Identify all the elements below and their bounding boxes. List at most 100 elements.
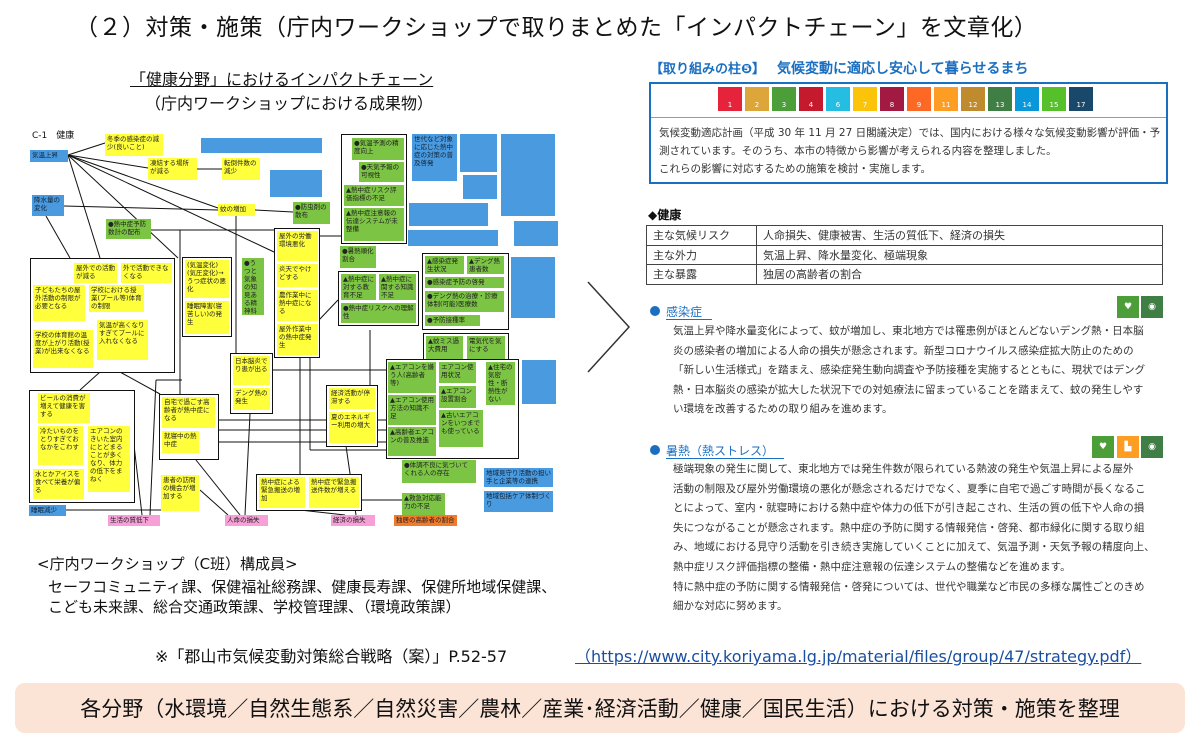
- diagram-node: 気温上昇: [30, 150, 68, 162]
- diagram-node: 電気代を気にする: [467, 336, 505, 359]
- outcome-node: 生活の質低下: [108, 515, 160, 526]
- sdg14-icon: 14: [1015, 87, 1039, 111]
- diagram-node: [511, 257, 555, 318]
- sdg11-icon: 11: [934, 87, 958, 111]
- workshop-members: こども未来課、総合交通政策課、学校管理課、（環境政策課）: [48, 598, 461, 616]
- diagram-node: ●熱中症リスクへの理解性: [341, 303, 416, 323]
- intro-text: 測されています。そのうち、本市の特徴から影響が考えられる内容を整理しました。: [659, 145, 1057, 157]
- sdg12-icon: 12: [961, 87, 985, 111]
- banner-text: 各分野（水環境／自然生態系／自然災害／農林／産業･経済活動／健康／国民生活）にお…: [80, 697, 1120, 721]
- heat-title: 暑熱（熱ストレス）: [666, 444, 785, 459]
- diagram-node: 日本脳炎でり患が出る: [233, 356, 270, 385]
- diagram-node: ●予防接種率: [425, 315, 480, 326]
- diagram-node: 睡眠障害(寝苦しい)の発生: [185, 301, 229, 334]
- bullet-icon: [650, 445, 660, 455]
- section-heading: ◆健康: [648, 208, 682, 222]
- table-cell: 独居の高齢者の割合: [756, 264, 1163, 285]
- diagram-node: ●感染症予防の啓発: [425, 277, 504, 288]
- diagram-node: 屋外での活動が減る: [74, 263, 117, 283]
- diagram-node: ●天気予報の可視性: [359, 162, 404, 182]
- sdg2-icon: 2: [745, 87, 769, 111]
- paragraph-line: 炎の感染者の増加による人命の損失が懸念されます。新型コロナウイルス感染症拡大防止…: [673, 344, 1134, 357]
- table-cell: 人命損失、健康被害、生活の質低下、経済の損失: [756, 225, 1163, 246]
- diagram-node: 子どもたちの屋外活動の制限が必要となる: [33, 285, 85, 321]
- diagram-node: 睡眠減少: [29, 505, 66, 516]
- table-cell: 主な外力: [646, 244, 757, 265]
- paragraph-line: 特に熱中症の予防に関する情報発信・啓発については、世代や職業など市民の多様な属性…: [673, 580, 1145, 593]
- paragraph-line: 熱中症リスク評価指標の整備・熱中症注意報の伝達システムの整備などを進めます。: [673, 561, 1071, 573]
- diagram-node: 就寝中の熱中症: [162, 431, 199, 453]
- diagram-label: C-1 健康: [32, 131, 75, 141]
- diagram-node: [270, 170, 322, 197]
- diagram-node: エアコンのきいた室内にとどまることが多くなり、体力の低下をまねく: [88, 426, 130, 492]
- sdg13-icon: ◉: [1141, 296, 1163, 318]
- diagram-title: 「健康分野」におけるインパクトチェーン: [130, 70, 434, 89]
- pillar-heading: 【取り組みの柱❺】気候変動に適応し安心して暮らせるまち: [650, 58, 1028, 78]
- diagram-node: 冬季の感染症の減少(良いこと): [105, 134, 163, 156]
- table-row: 主な暴露独居の高齢者の割合: [646, 264, 1163, 285]
- sdg7-icon: 7: [853, 87, 877, 111]
- infection-title: 感染症: [666, 305, 713, 320]
- paragraph-line: い環境を改善するための取り組みを進めます。: [673, 403, 893, 416]
- diagram-subtitle: （庁内ワークショップにおける成果物）: [145, 94, 434, 113]
- diagram-node: ●デング熱の治療・診療体制(可能)医療数: [425, 291, 504, 312]
- diagram-node: 学校の体育館の温度が上がり活動(授業)が出来なくなる: [33, 330, 93, 368]
- diagram-node: 転倒件数の減少: [222, 158, 260, 180]
- reference-link[interactable]: （https://www.city.koriyama.lg.jp/materia…: [575, 647, 1142, 666]
- diagram-node: 降水量の変化: [32, 195, 64, 216]
- diagram-node: [201, 138, 322, 153]
- table-cell: 気温上昇、降水量変化、極端現象: [756, 244, 1163, 265]
- diagram-node: 気温が高くなりすぎてプールに入れなくなる: [97, 320, 148, 360]
- diagram-node: 自宅で過ごす高齢者が熱中症になる: [162, 397, 215, 428]
- paragraph-line: み、地域における見守り活動を引き続き実施していくことに加えて、気温予測・天気予報…: [673, 541, 1155, 554]
- paragraph-line: 「新しい生活様式」を踏まえ、感染症発生動向調査や予防接種を実施するとともに、現状…: [673, 364, 1146, 377]
- paragraph-line: とによって、室内・就寝時における熱中症や体力の低下が引き起こされ、生活の質の低下…: [673, 502, 1145, 515]
- diagram-node: ▲熱中症リスク評価指標の不足: [344, 185, 404, 206]
- sdg3-icon: ♥: [1092, 436, 1114, 458]
- pillar-title: 気候変動に適応し安心して暮らせるまち: [777, 61, 1029, 77]
- outcome-node: 経済の損失: [331, 515, 375, 526]
- diagram-node: ▲エアコン設置割合: [439, 386, 476, 408]
- chevron-right-icon: [587, 281, 631, 373]
- diagram-node: ▲熱中症に対する教育不足: [341, 274, 376, 300]
- connector-lines: [45, 142, 402, 516]
- diagram-node: [501, 134, 555, 216]
- table-row: 主な外力気温上昇、降水量変化、極端現象: [646, 244, 1163, 265]
- table-row: 主な気候リスク人命損失、健康被害、生活の質低下、経済の損失: [646, 225, 1163, 246]
- diagram-node: 熱中症で緊急搬送件数が増える: [309, 477, 359, 508]
- diagram-node: 屋外の労働環境悪化: [277, 231, 318, 261]
- workshop-members: セーフコミュニティ課、保健福祉総務課、健康長寿課、保健所地域保健課、: [48, 578, 557, 596]
- diagram-node: 地域包括ケア体制づくり: [484, 491, 553, 512]
- diagram-node: 外で活動できなくなる: [121, 263, 172, 283]
- workshop-heading: <庁内ワークショップ（C班）構成員>: [37, 555, 298, 573]
- pillar-label: 【取り組みの柱❺】: [650, 62, 766, 77]
- diagram-node: 水とかアイスを食べて栄養が偏る: [33, 469, 84, 499]
- diagram-node: [408, 230, 498, 246]
- paragraph-line: 極端現象の発生に関して、東北地方では発生件数が限られている熱波の発生や気温上昇に…: [673, 463, 1134, 475]
- diagram-node: ▲高齢者エアコンの普及推進: [388, 427, 436, 456]
- paragraph-line: 失につながることが懸念されます。熱中症の予防に関する情報発信・啓発、都市緑化に関…: [673, 521, 1145, 534]
- paragraph-line: 活動の制限及び屋外労働環境の悪化が懸念されるだけでなく、夏季に自宅で過ごす時間が…: [673, 482, 1146, 495]
- diagram-node: ●体調不良に気づいてくれる人の存在: [402, 460, 476, 483]
- diagram-node: [460, 134, 497, 172]
- diagram-node: 地域見守り活動の担い手と企業等の連携: [484, 468, 553, 487]
- diagram-node: 蚊の増加: [218, 204, 255, 216]
- paragraph-line: 細かな対応に努めます。: [673, 600, 788, 613]
- diagram-node: ▲救急対応能力の不足: [402, 493, 445, 515]
- diagram-node: ▲熱中症注意報の伝達システムが未整備: [344, 208, 404, 241]
- table-cell: 主な暴露: [646, 264, 757, 285]
- sdg13-icon: ◉: [1141, 436, 1163, 458]
- diagram-node: 炎天でやけどする: [277, 264, 318, 287]
- diagram-node: ▲デング熱患者数: [467, 256, 504, 274]
- sdg3-icon: 3: [772, 87, 796, 111]
- diagram-node: 経済活動が停滞する: [329, 388, 375, 409]
- summary-banner: 各分野（水環境／自然生態系／自然災害／農林／産業･経済活動／健康／国民生活）にお…: [15, 683, 1185, 733]
- sdg4-icon: 4: [799, 87, 823, 111]
- exposure-node: 独居の高齢者の割合: [394, 515, 457, 526]
- diagram-node: [522, 360, 556, 404]
- sdg3-icon: ♥: [1117, 296, 1139, 318]
- diagram-node: [463, 175, 497, 199]
- diagram-node: ▲エアコンを嫌う人(高齢者等): [388, 362, 436, 393]
- sdg13-icon: 13: [988, 87, 1012, 111]
